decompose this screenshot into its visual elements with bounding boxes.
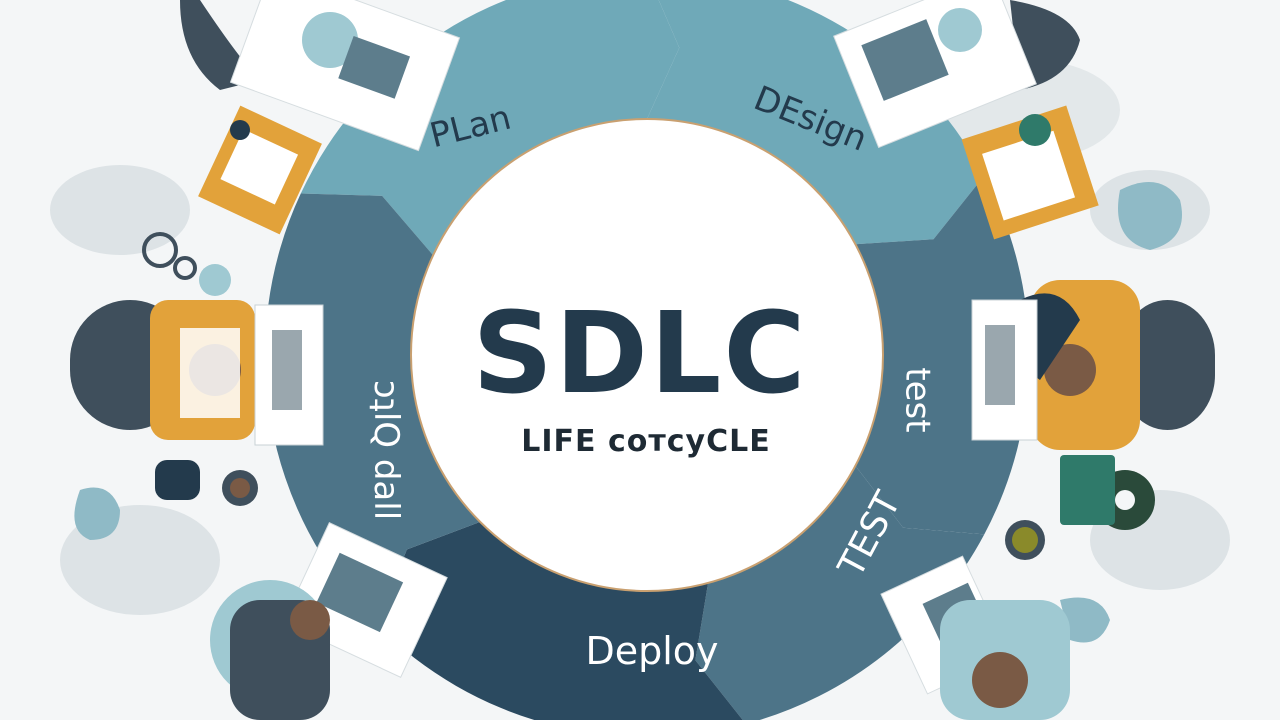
center-subtitle: LIFE ᴄᴏᴛᴄyCLE — [521, 424, 770, 459]
team-bottom-left — [155, 460, 448, 720]
person-icon — [938, 8, 982, 52]
coffee-cup-icon — [142, 232, 197, 280]
coffee-cup-icon — [1019, 114, 1051, 146]
team-left — [70, 300, 324, 446]
team-right — [971, 280, 1215, 530]
team-bottom-right — [880, 520, 1070, 720]
team-top-left — [142, 0, 461, 296]
phase-segment-test — [695, 465, 985, 720]
coffee-cup-icon — [1005, 520, 1045, 560]
phase-label-left: ɔʇlQ dall — [366, 380, 406, 520]
phase-ring — [265, 0, 1029, 720]
phase-segment-left — [265, 193, 481, 626]
person-icon — [972, 652, 1028, 708]
phase-segment-deploy — [376, 521, 743, 720]
person-icon — [230, 120, 250, 140]
phase-segment-plan — [300, 0, 680, 256]
phase-label-right: ʇsǝʇ — [894, 367, 934, 432]
team-top-right — [833, 0, 1099, 240]
center-hub: SDLC LIFE ᴄᴏᴛᴄyCLE — [410, 118, 884, 592]
phase-segment-right — [855, 175, 1029, 535]
phase-segment-design — [647, 0, 985, 245]
center-title: SDLC — [472, 289, 807, 419]
coffee-cup-icon — [222, 470, 258, 506]
person-icon — [1044, 344, 1096, 396]
phase-label-deploy: Deploy — [585, 629, 718, 673]
